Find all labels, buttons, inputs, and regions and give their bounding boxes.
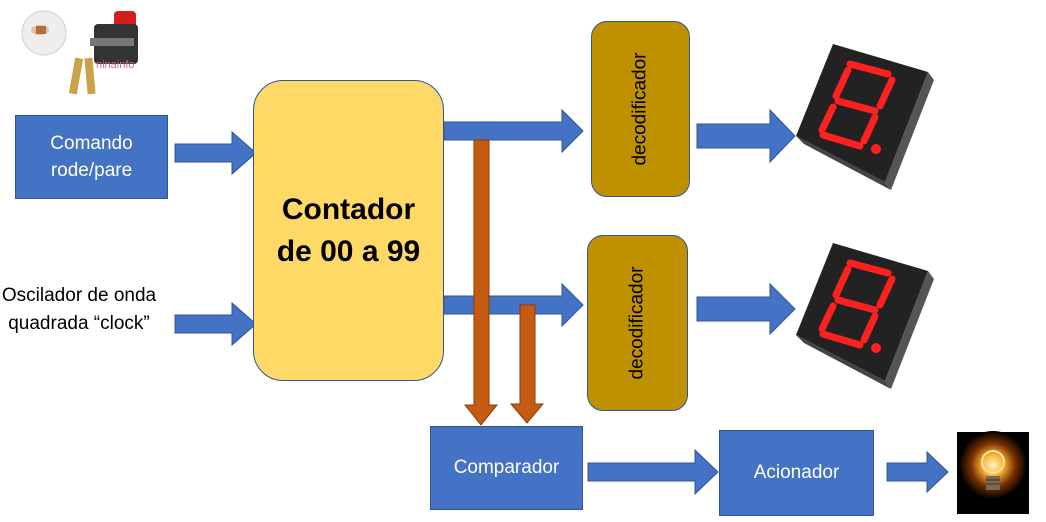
- push-button-icon: [21, 10, 138, 95]
- light-bulb-icon: [957, 431, 1029, 514]
- arrow-comando-to-counter: [174, 130, 257, 176]
- comparador-block: Comparador: [430, 426, 583, 510]
- arrow-acionador-to-bulb: [886, 450, 949, 494]
- decoder-1-label: decodificador: [629, 52, 651, 166]
- orange-arrow-tens-to-comparador: [463, 139, 499, 426]
- counter-block: Contador de 00 a 99: [253, 80, 444, 381]
- acionador-block: Acionador: [719, 430, 874, 516]
- seven-segment-display-2-icon: [796, 243, 934, 389]
- arrow-counter-to-decoder-2: [443, 282, 584, 328]
- arrow-decoder-2-to-display-2: [696, 282, 796, 336]
- decoder-2-block: decodificador: [587, 235, 688, 411]
- arrow-decoder-1-to-display-1: [696, 108, 796, 164]
- acionador-label: Acionador: [753, 462, 840, 483]
- comando-label: Comando rode/pare: [50, 133, 133, 181]
- seven-segment-display-1-icon: [796, 44, 934, 190]
- counter-label-line-2: de 00 a 99: [276, 234, 421, 268]
- counter-label-line-1: Contador: [281, 192, 416, 226]
- watermark-text: ninainfo: [96, 59, 135, 71]
- decoder-1-block: decodificador: [591, 21, 690, 197]
- comando-block: Comando rode/pare: [15, 115, 168, 199]
- orange-arrow-units-to-comparador: [509, 304, 545, 424]
- comparador-label: Comparador: [453, 457, 560, 478]
- oscilador-label: Oscilador de onda quadrada “clock”: [1, 285, 157, 334]
- arrow-clock-to-counter: [174, 301, 257, 347]
- decoder-2-label: decodificador: [626, 266, 648, 380]
- arrow-counter-to-decoder-1: [443, 108, 584, 154]
- arrow-comparador-to-acionador: [587, 448, 719, 496]
